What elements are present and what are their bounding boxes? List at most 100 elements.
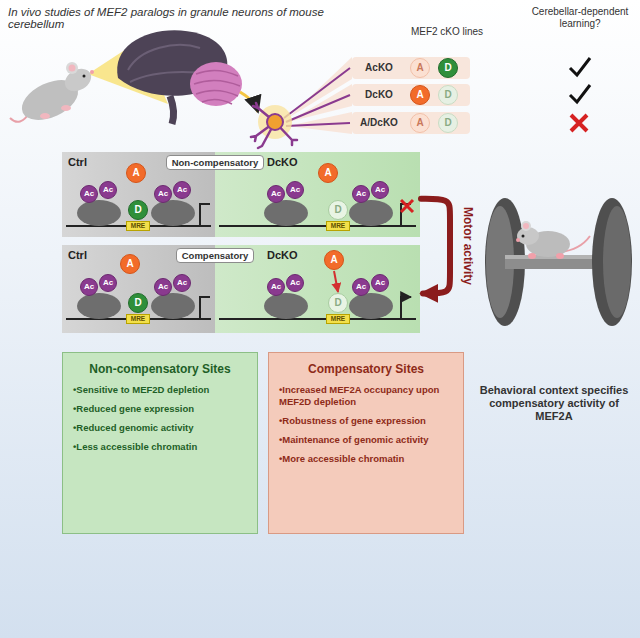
acetyl-mark: Ac (352, 278, 370, 296)
mef2a-circle: A (318, 163, 338, 183)
node-text: A (330, 255, 337, 265)
bullet-text: •Sensitive to MEF2D depletion (73, 384, 247, 396)
annotation-label: Cerebellar-dependent learning? (526, 6, 634, 30)
acetyl-mark: Ac (371, 274, 389, 292)
acetyl-mark: Ac (286, 274, 304, 292)
acetyl-mark: Ac (173, 274, 191, 292)
node-text: MRE (127, 222, 149, 230)
drawing-part (592, 198, 632, 326)
drawing-part (128, 45, 200, 70)
bullet-text: •Reduced gene expression (73, 403, 247, 415)
mef2a-circle: A (410, 58, 430, 78)
drawing-part (77, 200, 121, 226)
dcko-panel: DcKOAcAcADMREAcAc (215, 152, 420, 237)
node-text: A (416, 90, 423, 100)
acetyl-mark: Ac (286, 181, 304, 199)
node-text: Ac (290, 186, 300, 194)
node-text: Ac (356, 283, 366, 291)
dcko-panel: DcKOAcAcADMREAcAc (215, 245, 420, 333)
node-text: Ac (158, 283, 168, 291)
drawing-part (284, 68, 350, 126)
drawing-part (556, 253, 564, 259)
node-text: Non-compensatory (172, 157, 259, 168)
drawing-part (349, 200, 393, 226)
panel-grounds (62, 152, 420, 333)
sites-box: Compensatory Sites •Increased MEF2A occup… (268, 352, 464, 534)
drawing-part (267, 114, 283, 130)
node-text: Ac (356, 190, 366, 198)
bullet-text: •Less accessible chromatin (73, 441, 247, 453)
drawing-part (570, 58, 590, 75)
node-text: A (132, 168, 139, 178)
drawing-part (194, 70, 240, 104)
drawing-part (251, 103, 297, 148)
chromatin (66, 200, 416, 319)
drawing-part (90, 70, 94, 74)
node-text: Ac (177, 186, 187, 194)
drawing-part (264, 200, 308, 226)
acetyl-mark: Ac (80, 278, 98, 296)
acetyl-mark: Ac (154, 278, 172, 296)
node-text: D (134, 205, 141, 215)
drawing-part (522, 235, 525, 238)
node-text: MRE (127, 315, 149, 323)
mef2d-circle: D (438, 85, 458, 105)
mef2a-circle: A (410, 85, 430, 105)
node-text: Ac (177, 279, 187, 287)
drawing-part (264, 293, 308, 319)
node-text: Ac (271, 190, 281, 198)
motor-arrow (421, 199, 450, 294)
drawing-part (77, 293, 121, 319)
node-text: Ac (375, 279, 385, 287)
bullet-text: •Maintenance of genomic activity (279, 434, 453, 446)
row-fan (284, 57, 470, 134)
node-text: D (334, 205, 341, 215)
mre-box: MRE (126, 221, 150, 231)
drawing-part (523, 223, 529, 229)
site-tag: Compensatory (176, 248, 255, 263)
node-text: MRE (327, 222, 349, 230)
mef2a-circle: A (324, 250, 344, 270)
annotation-label: DcKO (352, 89, 406, 101)
drawing-part (570, 85, 590, 102)
node-text: Compensatory Sites (279, 362, 453, 377)
node-text: Compensatory (182, 250, 249, 261)
acetyl-mark: Ac (267, 185, 285, 203)
node-text: D (134, 298, 141, 308)
mef2a-circle: A (120, 254, 140, 274)
bullet-text: •Robustness of gene expression (279, 415, 453, 427)
node-text: A (416, 63, 423, 73)
node-text: Ac (84, 283, 94, 291)
node-text: Ac (375, 186, 385, 194)
annotation-label: Behavioral context specifies compensator… (476, 384, 632, 424)
drawing-part (170, 96, 174, 124)
drawing-part (352, 57, 470, 79)
bullet-text: •Reduced genomic activity (73, 422, 247, 434)
mre-box: MRE (326, 221, 350, 231)
acetyl-mark: Ac (80, 185, 98, 203)
bullet-text: •Increased MEF2A occupancy upon MEF2D de… (279, 384, 453, 408)
drawing-part (521, 221, 531, 231)
drawing-part (190, 62, 242, 106)
node-text: Ac (84, 190, 94, 198)
title: In vivo studies of MEF2 paralogs in gran… (8, 6, 358, 30)
mef2d-circle: D (128, 293, 148, 313)
drawing-part (151, 200, 195, 226)
acetyl-mark: Ac (267, 278, 285, 296)
drawing-part (151, 293, 195, 319)
node-text: Non-compensatory Sites (73, 362, 247, 377)
drawing-part (40, 113, 50, 119)
granule-neuron (251, 103, 297, 148)
node-text: A (324, 168, 331, 178)
drawing-part (83, 75, 86, 78)
mef2a-circle: A (126, 163, 146, 183)
mef2d-circle: D (128, 200, 148, 220)
edge-label: Motor activity (461, 207, 475, 285)
acetyl-mark: Ac (173, 181, 191, 199)
node-text: D (444, 118, 451, 128)
mre-box: MRE (126, 314, 150, 324)
brain-illustration (117, 30, 242, 124)
drawing-part (516, 238, 520, 242)
